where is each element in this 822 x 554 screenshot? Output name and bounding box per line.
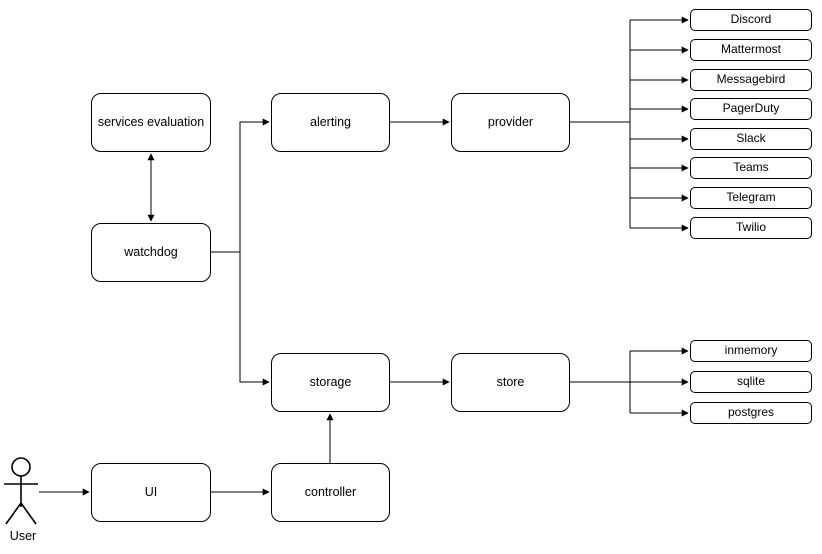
node-label-alerting: alerting <box>310 114 351 129</box>
node-postgres[interactable]: postgres <box>690 402 812 424</box>
node-teams[interactable]: Teams <box>690 157 812 179</box>
node-label-slack: Slack <box>736 131 766 146</box>
node-messagebird[interactable]: Messagebird <box>690 69 812 91</box>
node-ui[interactable]: UI <box>91 463 211 522</box>
node-watchdog[interactable]: watchdog <box>91 223 211 282</box>
node-label-watchdog: watchdog <box>124 244 178 259</box>
node-label-postgres: postgres <box>727 405 775 420</box>
node-alerting[interactable]: alerting <box>271 93 390 152</box>
user-actor-label: User <box>9 529 37 543</box>
node-label-mattermost: Mattermost <box>720 42 781 57</box>
node-label-telegram: Telegram <box>726 190 776 205</box>
node-label-store: store <box>496 374 525 389</box>
edge-watchdog-storage <box>239 252 270 386</box>
node-discord[interactable]: Discord <box>690 9 812 31</box>
user-stick-figure <box>4 457 38 525</box>
node-label-pagerduty: PagerDuty <box>722 101 780 116</box>
node-label-storage: storage <box>309 374 352 389</box>
node-sqlite[interactable]: sqlite <box>690 371 812 393</box>
node-twilio[interactable]: Twilio <box>690 217 812 239</box>
node-store[interactable]: store <box>451 353 570 412</box>
node-slack[interactable]: Slack <box>690 128 812 150</box>
node-services-evaluation[interactable]: services evaluation <box>91 93 211 152</box>
node-label-messagebird: Messagebird <box>716 72 786 87</box>
node-controller[interactable]: controller <box>271 463 390 522</box>
node-storage[interactable]: storage <box>271 353 390 412</box>
node-inmemory[interactable]: inmemory <box>690 340 812 362</box>
node-telegram[interactable]: Telegram <box>690 187 812 209</box>
node-pagerduty[interactable]: PagerDuty <box>690 98 812 120</box>
node-label-inmemory: inmemory <box>724 343 778 358</box>
node-label-discord: Discord <box>730 12 772 27</box>
node-label-teams: Teams <box>733 160 769 175</box>
node-label-services-evaluation: services evaluation <box>97 114 205 129</box>
node-mattermost[interactable]: Mattermost <box>690 39 812 61</box>
node-label-sqlite: sqlite <box>736 374 765 389</box>
node-provider[interactable]: provider <box>451 93 570 152</box>
edge-watchdog-alerting <box>211 118 270 253</box>
node-label-twilio: Twilio <box>735 220 766 235</box>
node-label-controller: controller <box>304 484 357 499</box>
node-label-provider: provider <box>487 114 534 129</box>
node-label-ui: UI <box>144 484 158 499</box>
